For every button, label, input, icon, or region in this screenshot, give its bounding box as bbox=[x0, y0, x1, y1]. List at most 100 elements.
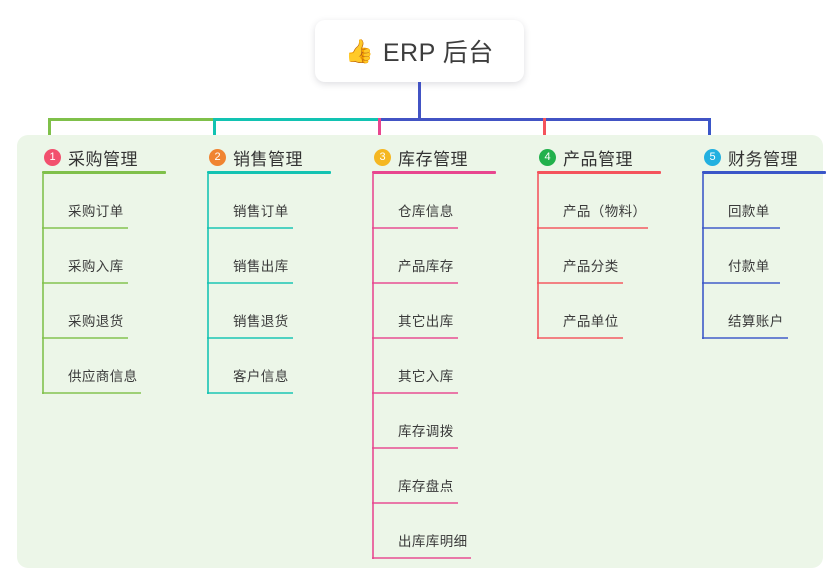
module-stem-2 bbox=[207, 174, 209, 394]
menu-item-label: 付款单 bbox=[728, 259, 770, 274]
menu-item-label: 采购订单 bbox=[68, 204, 124, 219]
module-header-5[interactable]: 5 财务管理 bbox=[680, 143, 826, 171]
menu-item-rule bbox=[537, 282, 623, 284]
column-drop-1 bbox=[48, 118, 51, 143]
menu-item-label: 仓库信息 bbox=[398, 204, 454, 219]
module-title-5: 财务管理 bbox=[728, 149, 798, 169]
menu-item-label: 其它出库 bbox=[398, 314, 454, 329]
menu-item[interactable]: 产品分类 bbox=[537, 229, 661, 284]
module-header-rule-5 bbox=[702, 171, 826, 174]
menu-item[interactable]: 仓库信息 bbox=[372, 174, 496, 229]
module-stem-1 bbox=[42, 174, 44, 394]
menu-item-rule bbox=[702, 282, 780, 284]
menu-item[interactable]: 产品（物料） bbox=[537, 174, 661, 229]
module-title-3: 库存管理 bbox=[398, 149, 468, 169]
module-column-3: 3 库存管理仓库信息产品库存其它出库其它入库库存调拨库存盘点出库库明细 bbox=[350, 143, 496, 559]
menu-item-label: 结算账户 bbox=[728, 314, 784, 329]
menu-item[interactable]: 供应商信息 bbox=[42, 339, 166, 394]
menu-item-rule bbox=[42, 392, 141, 394]
menu-item-rule bbox=[42, 337, 128, 339]
menu-item-rule bbox=[207, 282, 293, 284]
menu-item[interactable]: 客户信息 bbox=[207, 339, 331, 394]
menu-item-label: 销售订单 bbox=[233, 204, 289, 219]
menu-item-rule bbox=[372, 392, 458, 394]
menu-item-rule bbox=[372, 282, 458, 284]
module-header-rule-2 bbox=[207, 171, 331, 174]
menu-item-label: 销售退货 bbox=[233, 314, 289, 329]
menu-item-label: 出库库明细 bbox=[398, 534, 468, 549]
menu-item[interactable]: 其它入库 bbox=[372, 339, 496, 394]
module-items-1: 采购订单采购入库采购退货供应商信息 bbox=[42, 174, 166, 394]
module-items-4: 产品（物料） 产品分类产品单位 bbox=[537, 174, 661, 339]
menu-item[interactable]: 销售出库 bbox=[207, 229, 331, 284]
menu-item-rule bbox=[207, 337, 293, 339]
menu-item[interactable]: 销售退货 bbox=[207, 284, 331, 339]
module-column-2: 2 销售管理销售订单销售出库销售退货客户信息 bbox=[185, 143, 331, 394]
menu-item[interactable]: 采购入库 bbox=[42, 229, 166, 284]
module-header-rule-4 bbox=[537, 171, 661, 174]
menu-item-label: 销售出库 bbox=[233, 259, 289, 274]
menu-item[interactable]: 出库库明细 bbox=[372, 504, 496, 559]
module-column-4: 4 产品管理产品（物料） 产品分类产品单位 bbox=[515, 143, 661, 339]
menu-item-label: 回款单 bbox=[728, 204, 770, 219]
column-drop-5 bbox=[708, 118, 711, 143]
menu-item-label: 采购退货 bbox=[68, 314, 124, 329]
root-node-card[interactable]: 👍 ERP 后台 bbox=[315, 20, 524, 82]
module-title-1: 采购管理 bbox=[68, 149, 138, 169]
menu-item[interactable]: 产品单位 bbox=[537, 284, 661, 339]
menu-item[interactable]: 采购订单 bbox=[42, 174, 166, 229]
menu-item[interactable]: 其它出库 bbox=[372, 284, 496, 339]
menu-item-label: 库存调拨 bbox=[398, 424, 454, 439]
module-column-1: 1 采购管理采购订单采购入库采购退货供应商信息 bbox=[20, 143, 166, 394]
module-badge-4: 4 bbox=[539, 148, 556, 166]
bus-segment-1 bbox=[49, 118, 216, 121]
bus-segment-3 bbox=[379, 118, 546, 121]
menu-item[interactable]: 结算账户 bbox=[702, 284, 826, 339]
module-header-1[interactable]: 1 采购管理 bbox=[20, 143, 166, 171]
module-badge-1: 1 bbox=[44, 148, 61, 166]
menu-item-label: 产品分类 bbox=[563, 259, 619, 274]
module-header-4[interactable]: 4 产品管理 bbox=[515, 143, 661, 171]
root-connector-vertical bbox=[418, 82, 421, 121]
module-badge-3: 3 bbox=[374, 148, 391, 166]
menu-item-label: 供应商信息 bbox=[68, 369, 138, 384]
module-header-3[interactable]: 3 库存管理 bbox=[350, 143, 496, 171]
menu-item-rule bbox=[207, 227, 293, 229]
module-title-2: 销售管理 bbox=[233, 149, 303, 169]
menu-item-label: 客户信息 bbox=[233, 369, 289, 384]
menu-item-rule bbox=[372, 337, 458, 339]
module-title-4: 产品管理 bbox=[563, 149, 633, 169]
module-header-2[interactable]: 2 销售管理 bbox=[185, 143, 331, 171]
module-badge-5: 5 bbox=[704, 148, 721, 166]
module-column-5: 5 财务管理回款单付款单结算账户 bbox=[680, 143, 826, 339]
bus-segment-2 bbox=[214, 118, 381, 121]
column-drop-3 bbox=[378, 118, 381, 143]
menu-item-rule bbox=[372, 447, 458, 449]
menu-item[interactable]: 销售订单 bbox=[207, 174, 331, 229]
menu-item[interactable]: 产品库存 bbox=[372, 229, 496, 284]
menu-item[interactable]: 付款单 bbox=[702, 229, 826, 284]
module-stem-3 bbox=[372, 174, 374, 559]
menu-item[interactable]: 库存盘点 bbox=[372, 449, 496, 504]
menu-item-rule bbox=[537, 337, 623, 339]
root-node-title: ERP 后台 bbox=[382, 39, 494, 67]
menu-item-rule bbox=[372, 557, 471, 559]
column-drop-2 bbox=[213, 118, 216, 143]
module-stem-5 bbox=[702, 174, 704, 339]
menu-item-label: 库存盘点 bbox=[398, 479, 454, 494]
menu-item-rule bbox=[207, 392, 293, 394]
menu-item-rule bbox=[372, 227, 458, 229]
menu-item[interactable]: 库存调拨 bbox=[372, 394, 496, 449]
module-badge-2: 2 bbox=[209, 148, 226, 166]
module-header-rule-3 bbox=[372, 171, 496, 174]
column-drop-4 bbox=[543, 118, 546, 143]
menu-item-rule bbox=[42, 282, 128, 284]
menu-item-rule bbox=[372, 502, 458, 504]
module-items-2: 销售订单销售出库销售退货客户信息 bbox=[207, 174, 331, 394]
menu-item-label: 其它入库 bbox=[398, 369, 454, 384]
menu-item[interactable]: 采购退货 bbox=[42, 284, 166, 339]
menu-item[interactable]: 回款单 bbox=[702, 174, 826, 229]
module-items-3: 仓库信息产品库存其它出库其它入库库存调拨库存盘点出库库明细 bbox=[372, 174, 496, 559]
menu-item-label: 采购入库 bbox=[68, 259, 124, 274]
menu-item-rule bbox=[537, 227, 648, 229]
